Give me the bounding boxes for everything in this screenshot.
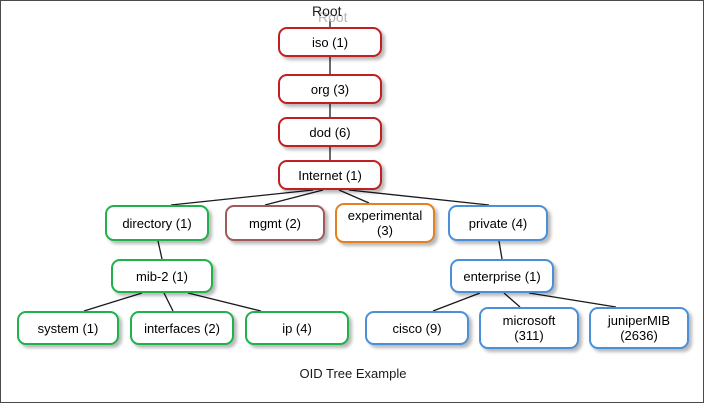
- node-label: dod (6): [309, 124, 351, 140]
- node-label: directory (1): [122, 215, 192, 231]
- node-label: experimental (3): [347, 208, 423, 238]
- node-system[interactable]: system (1): [17, 311, 119, 345]
- node-juniperMIB[interactable]: juniperMIB (2636): [589, 307, 689, 349]
- node-label: microsoft (311): [502, 313, 556, 343]
- node-label: enterprise (1): [463, 268, 541, 284]
- node-private[interactable]: private (4): [448, 205, 548, 241]
- diagram-caption: OID Tree Example: [299, 366, 407, 381]
- node-mgmt[interactable]: mgmt (2): [225, 205, 325, 241]
- node-label: org (3): [310, 81, 350, 97]
- node-internet[interactable]: Internet (1): [278, 160, 382, 190]
- node-cisco[interactable]: cisco (9): [365, 311, 469, 345]
- edge-mib2-to-system: [83, 292, 143, 312]
- edge-internet-to-mgmt: [264, 189, 324, 206]
- node-label: cisco (9): [392, 320, 442, 336]
- node-label: juniperMIB (2636): [607, 313, 671, 343]
- root-label: Root: [312, 3, 342, 19]
- node-mib2[interactable]: mib-2 (1): [111, 259, 213, 293]
- node-label: mgmt (2): [249, 215, 301, 231]
- edge-internet-to-experimental: [338, 189, 370, 204]
- node-label: ip (4): [282, 320, 312, 336]
- node-label: iso (1): [311, 34, 349, 50]
- root-label-shadow: Root: [318, 9, 348, 25]
- edge-directory-to-mib2: [157, 240, 163, 260]
- edge-enterprise-to-cisco: [432, 292, 481, 312]
- node-label: interfaces (2): [144, 320, 220, 336]
- node-label: private (4): [468, 215, 528, 231]
- node-microsoft[interactable]: microsoft (311): [479, 307, 579, 349]
- edge-enterprise-to-juniperMIB: [528, 292, 617, 308]
- node-ip[interactable]: ip (4): [245, 311, 349, 345]
- edge-private-to-enterprise: [498, 240, 503, 260]
- edge-mib2-to-interfaces: [163, 292, 174, 312]
- node-label: mib-2 (1): [135, 268, 188, 284]
- node-iso[interactable]: iso (1): [278, 27, 382, 57]
- node-dod[interactable]: dod (6): [278, 117, 382, 147]
- node-enterprise[interactable]: enterprise (1): [450, 259, 554, 293]
- edge-mib2-to-ip: [187, 292, 262, 312]
- node-interfaces[interactable]: interfaces (2): [130, 311, 234, 345]
- edge-enterprise-to-microsoft: [503, 292, 521, 308]
- node-org[interactable]: org (3): [278, 74, 382, 104]
- node-label: system (1): [37, 320, 99, 336]
- node-experimental[interactable]: experimental (3): [335, 203, 435, 243]
- node-label: Internet (1): [298, 167, 362, 183]
- node-directory[interactable]: directory (1): [105, 205, 209, 241]
- edge-internet-to-directory: [170, 189, 314, 206]
